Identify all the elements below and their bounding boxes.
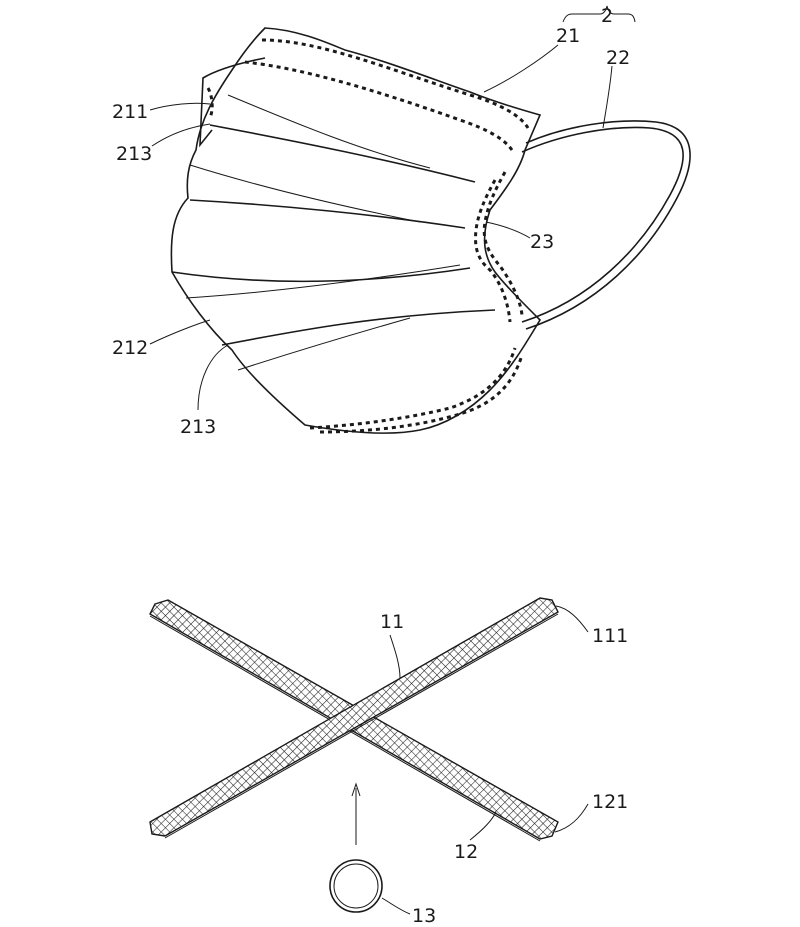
seam-side-1: [482, 171, 524, 316]
label-23: 23: [530, 231, 554, 253]
ear-loop-outer: [521, 126, 684, 323]
pleat-line-7: [221, 309, 496, 346]
pleat-line-6: [185, 264, 461, 299]
label-121: 121: [592, 791, 628, 813]
ring-inner: [333, 863, 379, 909]
strip-a: [149, 597, 559, 837]
label-13: 13: [412, 905, 436, 927]
leader-21: [483, 44, 559, 93]
seam-top-2: [244, 60, 514, 151]
label-111: 111: [592, 625, 628, 647]
leader-121: [554, 803, 589, 833]
label-211: 211: [112, 101, 148, 123]
label-12: 12: [454, 841, 478, 863]
leader-111: [555, 605, 589, 633]
label-21: 21: [556, 25, 580, 47]
pleat-line-3: [189, 199, 466, 229]
leader-212: [149, 319, 211, 345]
ring-outer: [329, 859, 383, 913]
seam-top-1: [261, 38, 530, 129]
leader-213-bottom: [197, 344, 229, 411]
label-213-upper: 213: [116, 143, 152, 165]
label-22: 22: [606, 47, 630, 69]
leader-2: [562, 5, 636, 23]
seam-side-2: [474, 179, 512, 323]
strip-drawing: 11 111 12 121 13: [149, 597, 628, 927]
leader-22: [602, 65, 613, 129]
leader-12: [469, 811, 497, 841]
arrow-head: [351, 782, 361, 797]
mask-drawing: 2 21 22 211 213 23 212 213: [112, 5, 691, 438]
mask-body-outline: [170, 27, 542, 434]
ear-loop-inner: [525, 120, 691, 330]
pleat-line-8: [237, 317, 411, 371]
leader-11: [389, 634, 401, 679]
seam-back: [206, 87, 214, 119]
strip-a-shadow: [164, 613, 559, 839]
mask-back-flap: [199, 57, 266, 148]
label-213-lower: 213: [180, 416, 216, 438]
label-11: 11: [380, 611, 404, 633]
pleat-line-1: [209, 124, 476, 183]
seam-bottom-2: [319, 354, 524, 434]
pleat-line-5: [171, 267, 471, 283]
leader-211: [149, 102, 211, 111]
leader-23: [485, 221, 531, 239]
seam-bottom-1: [309, 347, 517, 430]
leader-13: [381, 897, 411, 915]
leader-213-top: [151, 123, 211, 147]
pleat-line-4: [189, 164, 421, 223]
pleat-line-2: [227, 94, 431, 169]
label-2: 2: [601, 5, 613, 27]
label-212: 212: [112, 337, 148, 359]
